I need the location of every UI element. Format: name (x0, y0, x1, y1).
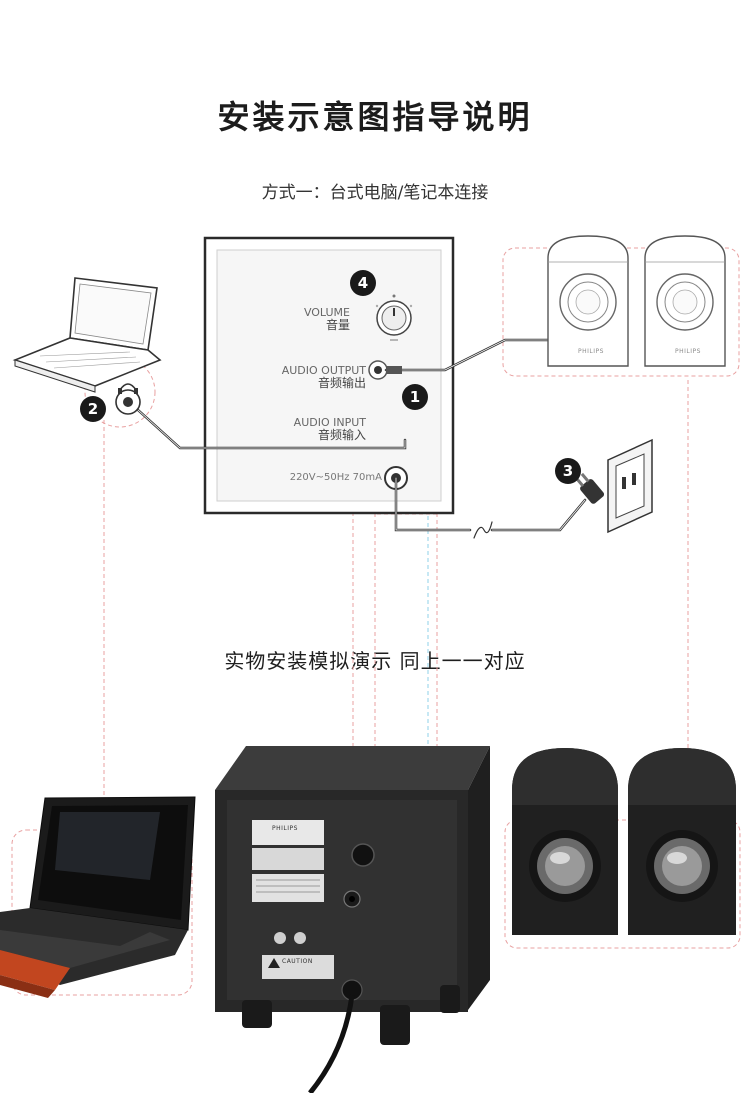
photo-subwoofer (215, 746, 490, 1093)
page-title: 安装示意图指导说明 (217, 98, 533, 136)
volume-knob (375, 294, 413, 341)
audio-output-jack (368, 360, 388, 380)
audio-input-label: AUDIO INPUT 音频输入 (293, 416, 366, 442)
volume-label: VOLUME 音量 (303, 306, 350, 332)
method-subtitle: 方式一：台式电脑/笔记本连接 (261, 183, 489, 203)
photo-speakers-outline (504, 819, 741, 949)
photo-laptop (0, 796, 196, 998)
section-title: 实物安装模拟演示 同上一一对应 (224, 649, 526, 673)
audio-output-label: AUDIO OUTPUT 音频输出 (281, 364, 366, 390)
laptop-drawing (12, 277, 162, 393)
step-badge-2: 2 (80, 396, 106, 422)
subwoofer-panel (203, 236, 455, 515)
photo-speaker-right (628, 748, 736, 935)
speaker-right-brand: PHILIPS (675, 348, 701, 355)
headphone-port-icon (115, 383, 141, 415)
step-badge-3: 3 (555, 458, 581, 484)
wall-outlet-icon (607, 438, 653, 534)
speaker-left-brand: PHILIPS (578, 348, 604, 355)
speaker-left-drawing (547, 235, 629, 367)
photo-caution-label: CAUTION (282, 958, 313, 965)
power-rating-label: 220V~50Hz 70mA (289, 472, 382, 483)
step-badge-4: 4 (350, 270, 376, 296)
speaker-right-drawing (644, 235, 726, 367)
step-badge-1: 1 (402, 384, 428, 410)
cables (136, 338, 587, 539)
photo-speaker-left (512, 748, 618, 935)
photo-subwoofer-brand: PHILIPS (272, 825, 298, 832)
